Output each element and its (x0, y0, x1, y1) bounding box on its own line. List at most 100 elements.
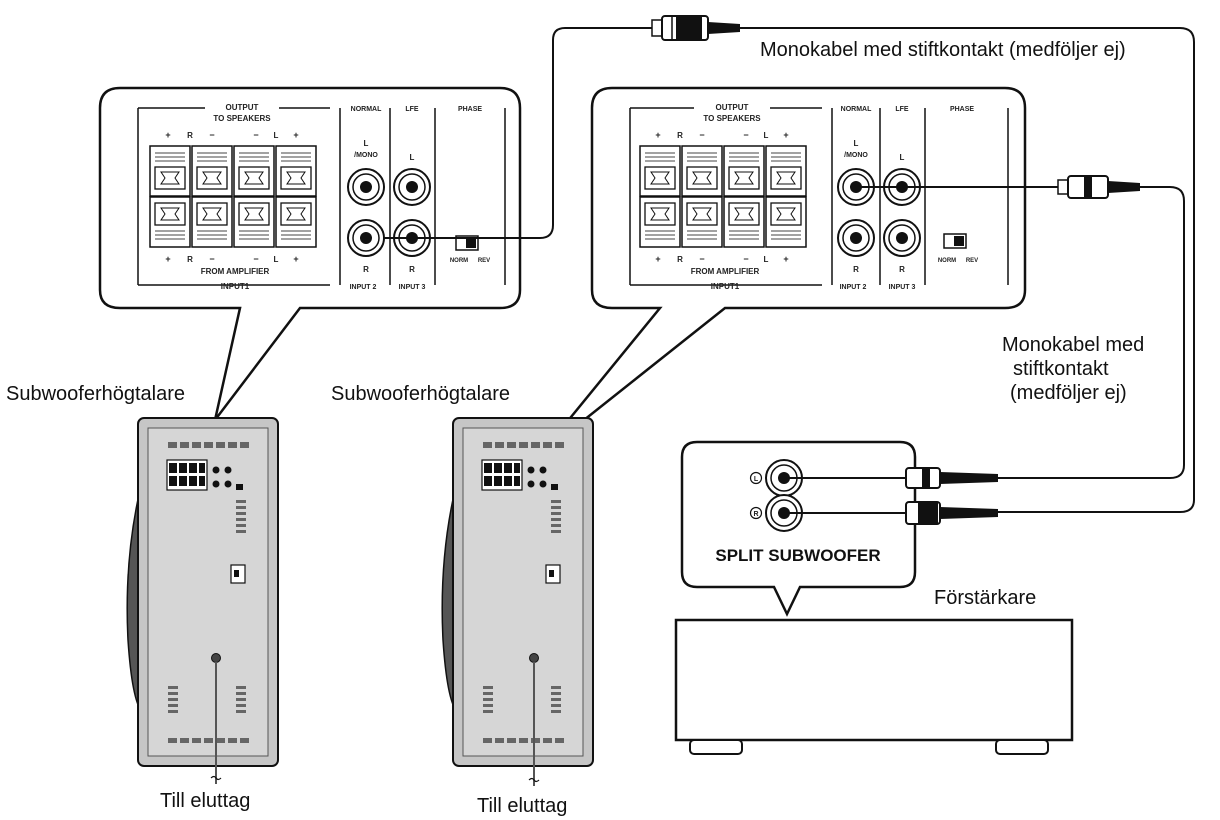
outlet-right-label: Till eluttag (477, 795, 567, 817)
input1-label: INPUT1 (221, 282, 250, 291)
lfe-label: LFE (895, 106, 909, 113)
from-amplifier-label: FROM AMPLIFIER (691, 267, 760, 276)
terminal-ch: R (187, 131, 193, 140)
rev-label: REV (478, 258, 490, 264)
input3-r-jack (883, 219, 921, 257)
terminal-sign: + (655, 254, 660, 264)
speaker-terminal (681, 145, 723, 197)
speaker-terminal (149, 145, 191, 197)
panel-left-callout: OUTPUT TO SPEAKERS NORMAL LFE PHASE + R … (98, 86, 522, 421)
cable-right-label-1: Monokabel med (1002, 334, 1144, 356)
from-amplifier-label: FROM AMPLIFIER (201, 267, 270, 276)
input3-label: INPUT 3 (399, 284, 426, 291)
amplifier-label: Förstärkare (934, 587, 1036, 609)
subwoofer-left-label: Subwooferhögtalare (6, 383, 185, 405)
jack-l-label: L (364, 139, 369, 148)
norm-label: NORM (938, 258, 956, 264)
output-label: OUTPUT (716, 103, 749, 112)
terminal-sign: + (783, 130, 788, 140)
terminal-sign: + (165, 130, 170, 140)
cable-top (384, 15, 1195, 513)
jack-r-label: R (853, 265, 859, 274)
terminal-ch: R (677, 255, 683, 264)
norm-label: NORM (450, 258, 468, 264)
phase-label: PHASE (950, 106, 974, 113)
input2-label: INPUT 2 (840, 284, 867, 291)
phase-label: PHASE (458, 106, 482, 113)
terminal-sign: − (209, 130, 214, 140)
power-cord-tilde (528, 777, 540, 783)
input2-l-mono-jack (347, 168, 385, 206)
jack-l-label: L (900, 153, 905, 162)
subwoofer-right-label: Subwooferhögtalare (331, 383, 510, 405)
terminal-sign: + (293, 130, 298, 140)
terminal-sign: − (253, 130, 258, 140)
subwoofer-right (441, 417, 594, 786)
amp-l-label: L (754, 476, 759, 483)
r-marker (749, 506, 763, 520)
input2-r-jack (837, 219, 875, 257)
power-cord-tilde (210, 775, 222, 781)
input2-r-jack (347, 219, 385, 257)
lfe-label: LFE (405, 106, 419, 113)
speaker-terminal (191, 145, 233, 197)
speaker-terminal (149, 196, 191, 248)
speaker-terminal (233, 196, 275, 248)
terminal-ch: R (677, 131, 683, 140)
input2-label: INPUT 2 (350, 284, 377, 291)
normal-label: NORMAL (351, 106, 382, 113)
output-label: OUTPUT (226, 103, 259, 112)
to-speakers-label: TO SPEAKERS (703, 114, 761, 123)
speaker-terminal (191, 196, 233, 248)
input3-l-jack (393, 168, 431, 206)
amplifier-unit (674, 618, 1074, 755)
speaker-terminal (639, 196, 681, 248)
amplifier-callout: L R SPLIT SUBWOOFER (680, 440, 998, 617)
terminal-sign: − (209, 254, 214, 264)
amp-r-label: R (753, 511, 758, 518)
terminal-ch: R (187, 255, 193, 264)
terminal-ch: L (764, 255, 769, 264)
mono-label: /MONO (354, 152, 378, 159)
split-subwoofer-label: SPLIT SUBWOOFER (715, 546, 880, 565)
mono-label: /MONO (844, 152, 868, 159)
rev-label: REV (966, 258, 978, 264)
input3-label: INPUT 3 (889, 284, 916, 291)
cable-right (856, 175, 1185, 479)
terminal-sign: + (783, 254, 788, 264)
terminal-sign: + (165, 254, 170, 264)
speaker-terminal (275, 196, 317, 248)
jack-r-label: R (899, 265, 905, 274)
terminal-sign: + (293, 254, 298, 264)
terminal-sign: − (699, 130, 704, 140)
outlet-left-label: Till eluttag (160, 790, 250, 812)
terminal-sign: − (253, 254, 258, 264)
jack-l-label: L (854, 139, 859, 148)
cable-top-label: Monokabel med stiftkontakt (medföljer ej… (760, 39, 1126, 61)
normal-label: NORMAL (841, 106, 872, 113)
speaker-terminal (681, 196, 723, 248)
terminal-ch: L (764, 131, 769, 140)
speaker-terminal (233, 145, 275, 197)
speaker-terminal (275, 145, 317, 197)
speaker-terminal (765, 145, 807, 197)
speaker-terminal (723, 196, 765, 248)
panel-right-callout: OUTPUT TO SPEAKERS NORMAL LFE PHASE + R … (539, 86, 1027, 456)
speaker-terminal (639, 145, 681, 197)
terminal-sign: − (743, 130, 748, 140)
subwoofer-left (126, 417, 279, 784)
terminal-sign: − (699, 254, 704, 264)
jack-r-label: R (409, 265, 415, 274)
terminal-ch: L (274, 131, 279, 140)
speaker-terminal (723, 145, 765, 197)
cable-right-label-2: stiftkontakt (1013, 358, 1109, 380)
cable-right-label-3: (medföljer ej) (1010, 382, 1127, 404)
jack-r-label: R (363, 265, 369, 274)
terminal-sign: + (655, 130, 660, 140)
to-speakers-label: TO SPEAKERS (213, 114, 271, 123)
input1-label: INPUT1 (711, 282, 740, 291)
jack-l-label: L (410, 153, 415, 162)
terminal-sign: − (743, 254, 748, 264)
l-marker (749, 471, 763, 485)
